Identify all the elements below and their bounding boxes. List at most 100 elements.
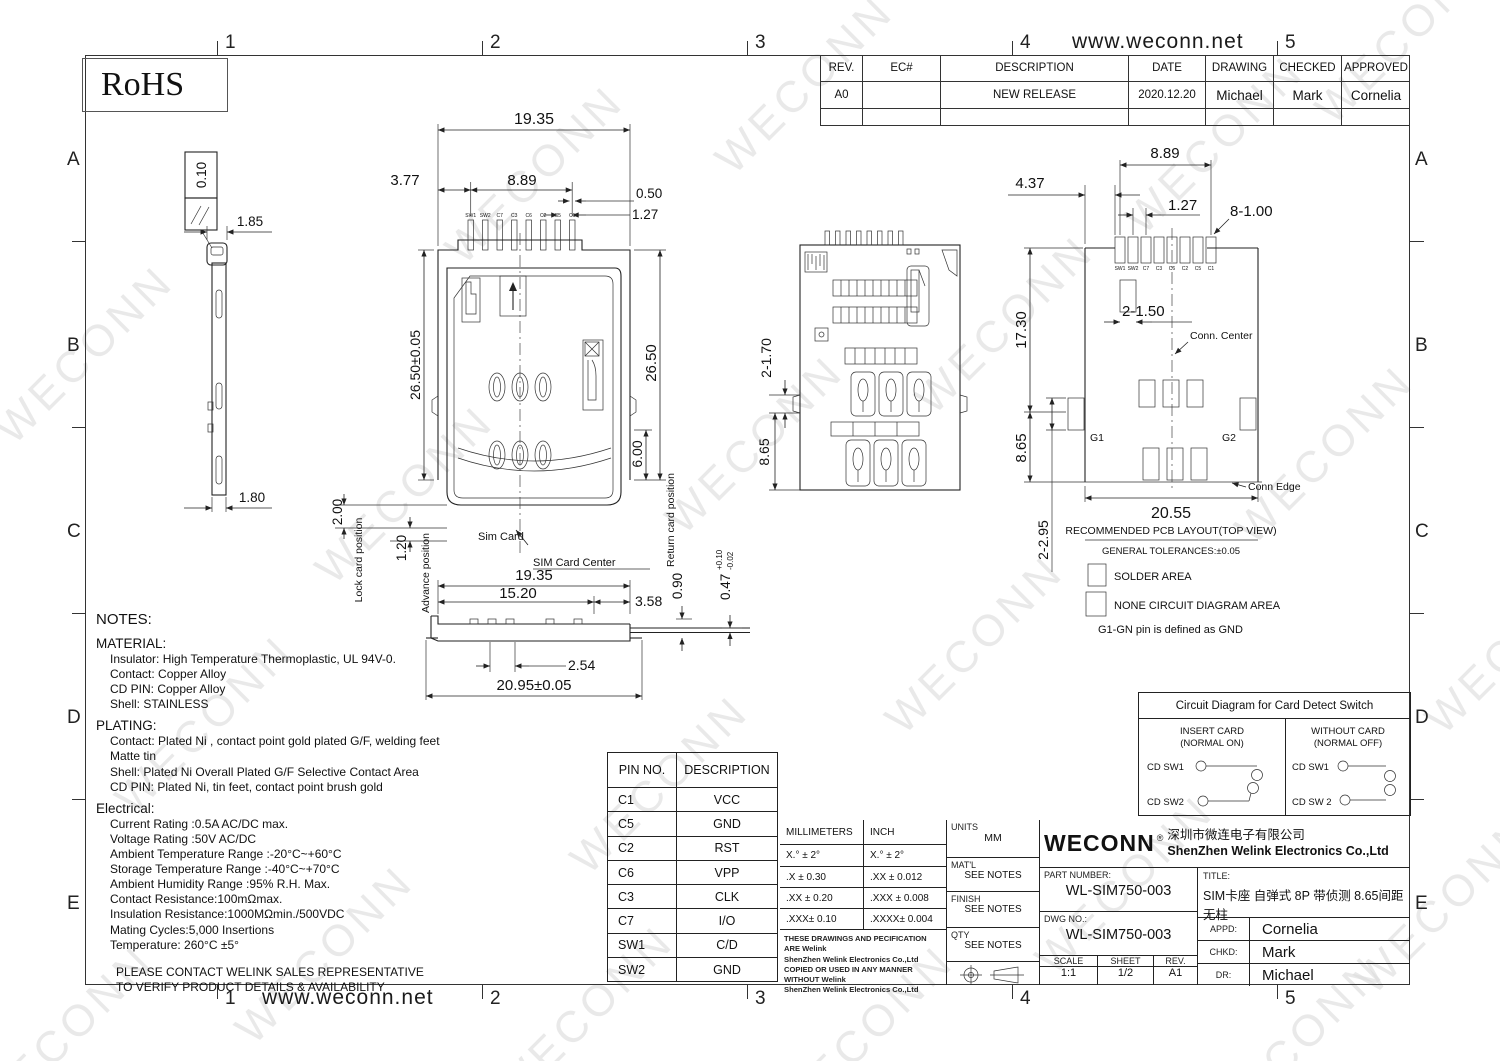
- row-label-e-left: E: [67, 893, 80, 914]
- col-label-4-bottom: 4: [1020, 988, 1031, 1009]
- row-label-c-left: C: [67, 521, 81, 542]
- frame-bottom: [85, 984, 1410, 986]
- website-bottom: www.weconn.net: [262, 986, 434, 1009]
- side-top-dim: 1.85: [237, 214, 263, 229]
- card-detect-circuit: Circuit Diagram for Card Detect Switch I…: [1138, 692, 1411, 816]
- col-label-3-bottom: 3: [755, 988, 766, 1009]
- tol-cell: X.° ± 2°: [780, 845, 863, 867]
- note-line: Storage Temperature Range :-40°C~+70°C: [110, 862, 340, 877]
- pcb-dim-437: 4.37: [1015, 175, 1044, 192]
- rohs-badge: RoHS: [82, 58, 228, 112]
- units-label: UNITS: [951, 822, 978, 832]
- sheet-value: 1/2: [1117, 967, 1134, 979]
- tol-cell: .XX ± 0.20: [780, 888, 863, 909]
- frame-top: [85, 55, 1410, 57]
- notes-block: NOTES: MATERIAL: Insulator: High Tempera…: [96, 606, 441, 995]
- mm-header: MILLIMETERS: [780, 820, 863, 845]
- col-label-3-top: 3: [755, 32, 766, 53]
- svg-text:CD SW1: CD SW1: [1292, 762, 1329, 773]
- disclaimer-line: ShenZhen Welink Electronics Co.,Ltd: [784, 985, 919, 995]
- chkd-label: CHKD:: [1198, 941, 1250, 963]
- note-line: Contact: Plated Ni , contact point gold …: [110, 734, 440, 764]
- svg-text:C6: C6: [1169, 266, 1176, 272]
- info-block: UNITS MM MAT'L SEE NOTES FINISH SEE NOTE…: [947, 820, 1040, 985]
- electrical-title: Electrical:: [96, 800, 155, 816]
- date-header: DATE: [1129, 55, 1206, 82]
- dr-value: Michael: [1262, 966, 1314, 984]
- scale-label: SCALE: [1040, 956, 1097, 967]
- bottom-ribs: [830, 279, 920, 437]
- svg-text:CD SW1: CD SW1: [1147, 762, 1184, 773]
- sim-center-label: SIM Card Center: [533, 557, 616, 569]
- svg-text:C6: C6: [525, 213, 532, 219]
- insert-card-circuit: INSERT CARD (NORMAL ON) CD SW1 CD SW2: [1147, 726, 1263, 808]
- dim-pin-width: 0.50: [636, 186, 662, 201]
- svg-text:(NORMAL OFF): (NORMAL OFF): [1314, 738, 1382, 749]
- return-label: Return card position: [665, 473, 677, 567]
- dim-offset: 3.77: [390, 172, 419, 189]
- note-line: Insulator: High Temperature Thermoplasti…: [110, 651, 396, 666]
- row-label-c-right: C: [1415, 521, 1429, 542]
- revision-table: REV. EC# DESCRIPTION DATE DRAWING CHECKE…: [820, 55, 1410, 126]
- pin-row: C1: [608, 788, 676, 813]
- tolerance-table: MILLIMETERS INCH X.° ± 2° X.° ± 2° .X ± …: [780, 820, 947, 994]
- notes-title: NOTES:: [96, 611, 152, 628]
- pcb-dim-150: 2-1.50: [1122, 303, 1165, 320]
- front-view-drawing: SW1 SW2 C7 C3 C6 C2 C5 C1: [330, 111, 750, 700]
- description-header: DESCRIPTION: [941, 55, 1129, 82]
- profile-dim-358: 3.58: [635, 593, 662, 609]
- g2-label: G2: [1222, 432, 1236, 444]
- profile-dim-total: 20.95±0.05: [497, 677, 572, 694]
- advance-label: Advance position: [420, 533, 432, 613]
- note-line: Current Rating :0.5A AC/DC max.: [110, 816, 289, 831]
- material-title: MATERIAL:: [96, 635, 167, 651]
- col-label-5-bottom: 5: [1285, 988, 1296, 1009]
- svg-text:SW1: SW1: [1115, 266, 1126, 272]
- pin-row: C6: [608, 861, 676, 886]
- note-line: Shell: Plated Ni Overall Plated G/F Sele…: [110, 764, 419, 779]
- disclaimer-line: ShenZhen Welink Electronics Co.,Ltd: [784, 954, 919, 964]
- qty-label: QTY: [951, 930, 970, 940]
- drawing-header: DRAWING: [1206, 55, 1274, 82]
- scale-value: 1:1: [1060, 967, 1077, 979]
- pin-desc-header: DESCRIPTION: [676, 753, 777, 788]
- units-value: MM: [984, 832, 1002, 844]
- pcb-dim-865: 8.65: [1013, 433, 1030, 462]
- dwg-no-value: WL-SIM750-003: [1065, 927, 1172, 943]
- front-pins: SW1 SW2 C7 C3 C6 C2 C5 C1: [465, 213, 576, 251]
- company-cn: 深圳市微连电子有限公司: [1167, 827, 1305, 842]
- pin-row: VCC: [676, 788, 777, 813]
- dwg-no-label: DWG NO.:: [1044, 914, 1087, 924]
- profile-dim-047-plus: +0.10: [715, 549, 724, 570]
- note-line: Ambient Humidity Range :95% R.H. Max.: [110, 877, 331, 892]
- note-line: Insulation Resistance:1000MΩmin./500VDC: [110, 907, 345, 922]
- qty-value: SEE NOTES: [964, 940, 1022, 951]
- note-line: Voltage Rating :50V AC/DC: [110, 831, 257, 846]
- bottom-contacts: [845, 371, 932, 487]
- tol-cell: .XXX ± 0.008: [863, 888, 946, 909]
- pin-row: SW1: [608, 934, 676, 959]
- col-label-5-top: 5: [1285, 32, 1296, 53]
- advance-dim: 1.20: [394, 535, 409, 561]
- profile-dim-15: 15.20: [499, 585, 537, 602]
- pcb-top-pads: SW1 SW2 C7 C3 C6 C2 C5 C1: [1115, 236, 1217, 272]
- bottom-dim-nub: 2-1.70: [758, 338, 774, 378]
- frame-right: [1409, 55, 1411, 985]
- registered-mark: ®: [1156, 832, 1164, 843]
- front-contacts: [488, 372, 552, 470]
- pcb-dim-pads: 8-1.00: [1230, 203, 1273, 220]
- conn-edge-label: Conn Edge: [1248, 481, 1301, 493]
- tol-cell: .XXXX± 0.004: [863, 909, 946, 930]
- solder-area-swatch: [1087, 563, 1107, 587]
- checked-value: Mark: [1274, 82, 1342, 109]
- svg-text:C1: C1: [1208, 266, 1215, 272]
- svg-text:C2: C2: [540, 213, 547, 219]
- side-bottom-dim: 1.80: [239, 490, 265, 505]
- pin-row: C3: [608, 885, 676, 910]
- pcb-dim-889: 8.89: [1150, 145, 1179, 162]
- note-line: CD PIN: Plated Ni, tin feet, contact poi…: [110, 779, 383, 794]
- svg-text:WITHOUT CARD: WITHOUT CARD: [1311, 726, 1385, 737]
- col-label-1-bottom: 1: [225, 988, 236, 1009]
- description-value: NEW RELEASE: [941, 82, 1129, 109]
